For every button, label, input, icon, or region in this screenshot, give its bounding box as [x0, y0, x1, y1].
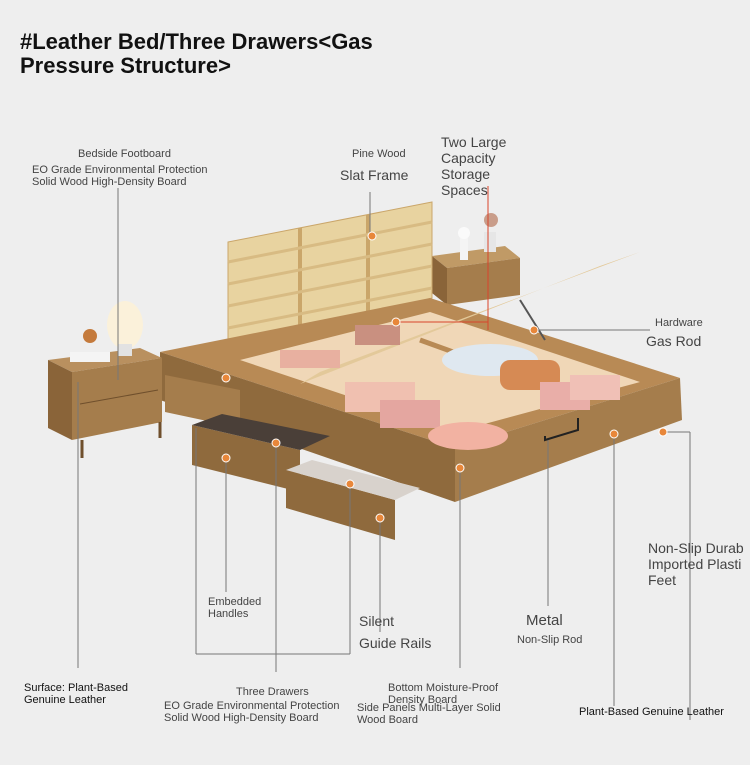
- label-bottom-board: Bottom Moisture-Proof Density Board: [388, 682, 498, 706]
- marker-side-panel: [609, 429, 619, 439]
- label-pine-wood: Pine Wood: [352, 148, 406, 160]
- drawers: [165, 375, 420, 540]
- label-side-line-1: Side Panels Multi-Layer Solid: [357, 702, 501, 714]
- label-nonslip-feet: Non-Slip Durab Imported Plasti Feet: [648, 540, 744, 588]
- label-embedded-line-2: Handles: [208, 608, 249, 620]
- label-footboard-material: EO Grade Environmental Protection Solid …: [32, 164, 207, 188]
- marker-drawer-3: [345, 479, 355, 489]
- metal-rod-bracket: [544, 418, 579, 442]
- storage-contents: [280, 325, 620, 450]
- label-surface-line-1: Surface: Plant-Based: [24, 682, 128, 694]
- label-storage-line-4: Spaces: [441, 182, 488, 198]
- label-surface-line-2: Genuine Leather: [24, 694, 106, 706]
- label-silent: Silent: [359, 613, 395, 629]
- label-metal: Metal: [526, 612, 563, 629]
- label-gas-rod: Gas Rod: [646, 333, 702, 349]
- marker-storage: [391, 317, 401, 327]
- label-slat-frame: Slat Frame: [340, 167, 409, 183]
- page-title: #Leather Bed/Three Drawers<Gas Pressure …: [20, 30, 440, 78]
- label-side-panels: Side Panels Multi-Layer Solid Wood Board: [357, 702, 501, 726]
- label-storage-line-3: Storage: [441, 166, 491, 182]
- label-eo-grade-2: EO Grade Environmental Protection: [164, 700, 340, 712]
- marker-drawer-1: [221, 453, 231, 463]
- label-surface-leather: Surface: Plant-Based Genuine Leather: [24, 682, 128, 706]
- marker-guide-rail: [375, 513, 385, 523]
- label-embedded-line-1: Embedded: [208, 596, 262, 608]
- label-bottom-line-2: Density Board: [388, 694, 458, 706]
- storage-highlight-lines: [396, 186, 489, 330]
- label-nonslip-line-2: Imported Plasti: [648, 556, 742, 572]
- title-line-1: #Leather Bed/Three Drawers<Gas: [20, 29, 373, 54]
- label-three-drawers: Three Drawers: [236, 686, 309, 698]
- marker-slat-frame: [367, 231, 377, 241]
- label-nonslip-line-3: Feet: [648, 572, 677, 588]
- feature-markers: [221, 231, 668, 523]
- marker-footboard: [221, 373, 231, 383]
- label-eo-grade-1: EO Grade Environmental Protection: [32, 164, 208, 176]
- slat-frame: [227, 201, 433, 357]
- label-bottom-line-1: Bottom Moisture-Proof: [388, 682, 499, 694]
- label-embedded-handles: Embedded Handles: [208, 596, 261, 620]
- label-hardware: Hardware: [655, 317, 703, 329]
- label-storage-spaces: Two Large Capacity Storage Spaces: [441, 134, 506, 198]
- right-nightstand: [432, 246, 520, 305]
- title-line-2: Pressure Structure>: [20, 53, 231, 78]
- lamp-decor: [70, 301, 143, 362]
- label-drawer-material: EO Grade Environmental Protection Solid …: [164, 700, 339, 724]
- label-storage-line-1: Two Large: [441, 134, 507, 150]
- leader-lines: [77, 188, 691, 720]
- label-bedside-footboard: Bedside Footboard: [78, 148, 171, 160]
- label-nonslip-rod: Non-Slip Rod: [517, 634, 583, 646]
- marker-foot: [658, 427, 668, 437]
- label-solid-wood-2: Solid Wood High-Density Board: [164, 712, 319, 724]
- label-side-line-2: Wood Board: [357, 714, 418, 726]
- marker-drawer-2: [271, 438, 281, 448]
- label-guide-rails: Guide Rails: [359, 635, 432, 651]
- label-plant-leather: Plant-Based Genuine Leather: [579, 706, 724, 718]
- label-solid-wood-1: Solid Wood High-Density Board: [32, 176, 187, 188]
- marker-gas-rod: [529, 325, 539, 335]
- label-storage-line-2: Capacity: [441, 150, 496, 166]
- left-nightstand: [48, 348, 162, 458]
- gas-lid: [300, 252, 640, 384]
- marker-bottom-board: [455, 463, 465, 473]
- label-nonslip-line-1: Non-Slip Durab: [648, 540, 744, 556]
